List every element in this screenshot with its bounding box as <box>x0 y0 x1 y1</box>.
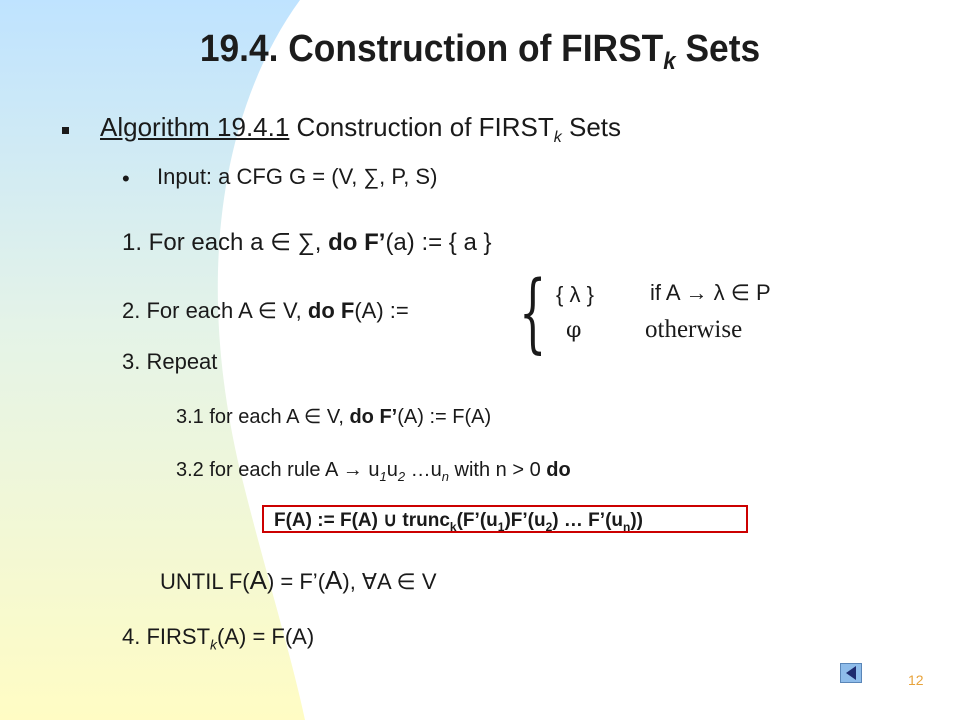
step-3-1: 3.1 for each A ∈ V, do F’(A) := F(A) <box>176 406 492 428</box>
step-3-2: 3.2 for each rule A → u1u2 …un with n > … <box>176 459 571 484</box>
step-1: 1. For each a ∈ ∑, do F’(a) := { a } <box>122 229 492 256</box>
step-4: 4. FIRSTk(A) = F(A) <box>122 624 315 653</box>
update-formula-box: F(A) := F(A) ∪ trunck(F’(u1)F’(u2) … F’(… <box>262 505 748 534</box>
round-bullet-icon: • <box>122 166 130 191</box>
slide-title: 19.4. Construction of FIRSTk Sets <box>199 28 761 75</box>
case-otherwise-condition: otherwise <box>645 316 743 343</box>
previous-slide-button[interactable] <box>840 663 862 683</box>
step-3: 3. Repeat <box>122 349 218 374</box>
step-2: 2. For each A ∈ V, do F(A) := <box>122 298 409 323</box>
case-lambda-value: { λ } <box>556 282 594 307</box>
square-bullet-icon <box>62 127 69 134</box>
case-empty-value: φ <box>566 318 582 343</box>
algorithm-link[interactable]: Algorithm 19.4.1 <box>100 112 290 142</box>
left-brace-icon: { <box>519 263 547 363</box>
page-number: 12 <box>908 672 924 688</box>
input-line: Input: a CFG G = (V, ∑, P, S) <box>157 164 438 189</box>
case-lambda-condition: if A → λ ∈ P <box>650 280 771 305</box>
until-condition: UNTIL F(A) = F’(A), ∀A ∈ V <box>160 565 437 595</box>
algorithm-heading: Algorithm 19.4.1 Construction of FIRSTk … <box>100 112 621 147</box>
triangle-left-icon <box>846 666 856 680</box>
